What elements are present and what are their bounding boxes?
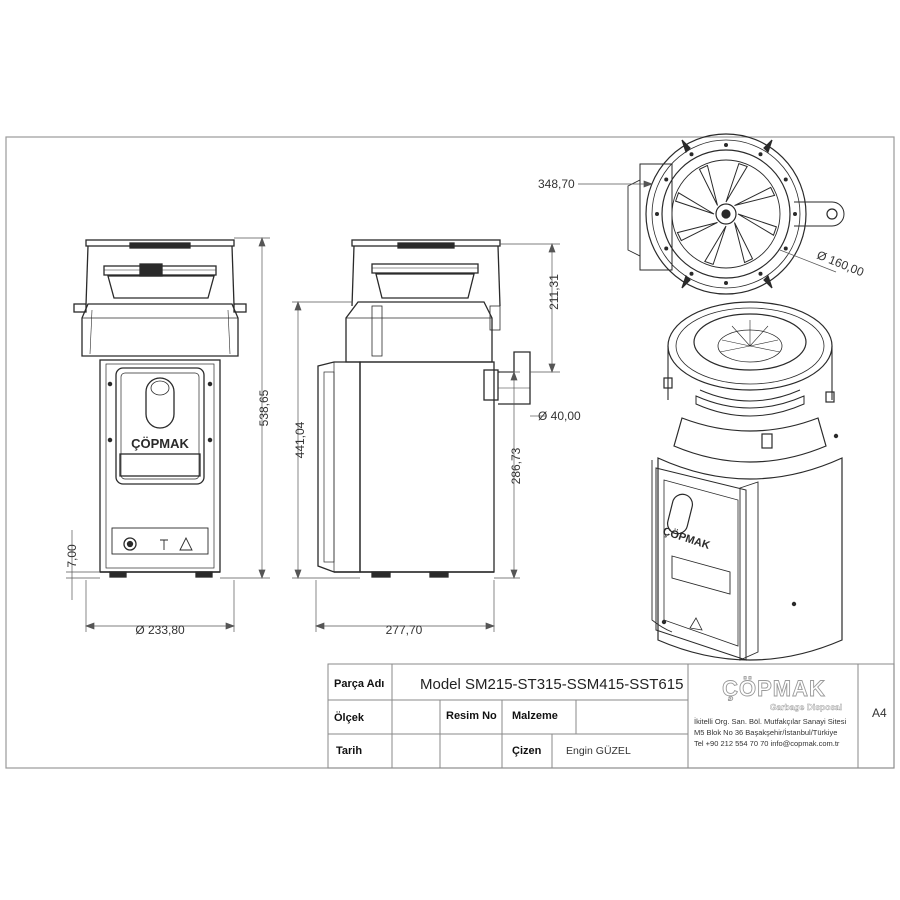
front-view bbox=[73, 239, 247, 578]
top-width-dim: 348,70 bbox=[538, 177, 575, 191]
side-view bbox=[317, 239, 531, 578]
ring-bolt bbox=[724, 143, 728, 147]
address-line-1: İkitelli Org. San. Böl. Mutfakçılar Sana… bbox=[694, 717, 846, 726]
scale-label: Ölçek bbox=[334, 711, 365, 724]
ring-bolt bbox=[689, 271, 694, 276]
ring-bolt bbox=[724, 281, 728, 285]
sheet-size: A4 bbox=[872, 706, 887, 720]
side-outlet-dim: Ø 40,00 bbox=[538, 409, 581, 423]
ring-bolt bbox=[664, 246, 669, 251]
drawing-no-label: Resim No bbox=[446, 710, 497, 722]
date-label: Tarih bbox=[336, 745, 362, 757]
impeller-blade bbox=[674, 192, 715, 215]
ring-bolt bbox=[793, 212, 797, 216]
address-line-3: Tel +90 212 554 70 70 info@copmak.com.tr bbox=[694, 739, 840, 748]
ring-bolts bbox=[655, 143, 797, 285]
impeller-blades bbox=[674, 162, 778, 266]
ring-bolt bbox=[783, 177, 788, 182]
ring-bolt bbox=[689, 152, 694, 157]
side-width-dim: 277,70 bbox=[386, 623, 423, 637]
impeller-blade bbox=[737, 213, 778, 236]
impeller-blade bbox=[676, 222, 718, 242]
front-width-dim: Ø 233,80 bbox=[135, 623, 185, 637]
drawn-by-value: Engin GÜZEL bbox=[566, 745, 631, 757]
sheet-frame bbox=[5, 136, 895, 769]
part-name-value: Model SM215-ST315-SSM415-SST615 bbox=[420, 676, 683, 693]
company-tagline: Garbage Disposal bbox=[770, 702, 842, 712]
impeller-blade bbox=[734, 186, 776, 206]
front-dimensions bbox=[66, 237, 270, 632]
company-logo-text: ÇÖPMAK bbox=[722, 676, 826, 701]
title-block bbox=[327, 663, 895, 769]
side-lower-dim: 286,73 bbox=[509, 447, 523, 484]
isometric-view bbox=[651, 301, 843, 661]
impeller-blade bbox=[725, 162, 748, 203]
ring-bolt bbox=[783, 246, 788, 251]
front-height-dim: 538,65 bbox=[257, 389, 271, 426]
address-line-2: M5 Blok No 36 Başakşehir/İstanbul/Türkiy… bbox=[694, 728, 837, 737]
impeller-blade bbox=[704, 225, 727, 266]
ring-bolt bbox=[758, 152, 763, 157]
material-label: Malzeme bbox=[512, 710, 558, 722]
side-upper-dim: 211,31 bbox=[547, 274, 561, 310]
top-view bbox=[627, 133, 845, 295]
front-logo: ÇÖPMAK bbox=[131, 436, 189, 451]
side-height-dim: 441,04 bbox=[293, 421, 307, 458]
top-dimensions bbox=[578, 180, 837, 273]
ring-bolt bbox=[664, 177, 669, 182]
drawn-by-label: Çizen bbox=[512, 745, 542, 757]
side-dimensions bbox=[292, 243, 560, 632]
company-logo: ÇÖPMAK Garbage Disposal bbox=[722, 676, 843, 713]
impeller-blade bbox=[698, 164, 718, 206]
ring-bolt bbox=[758, 271, 763, 276]
ring-bolt bbox=[655, 212, 659, 216]
impeller-blade bbox=[734, 222, 754, 264]
part-name-label: Parça Adı bbox=[334, 678, 384, 690]
top-inlet-dim: Ø 160,00 bbox=[815, 248, 866, 280]
front-foot-dim: 7,00 bbox=[65, 544, 79, 568]
